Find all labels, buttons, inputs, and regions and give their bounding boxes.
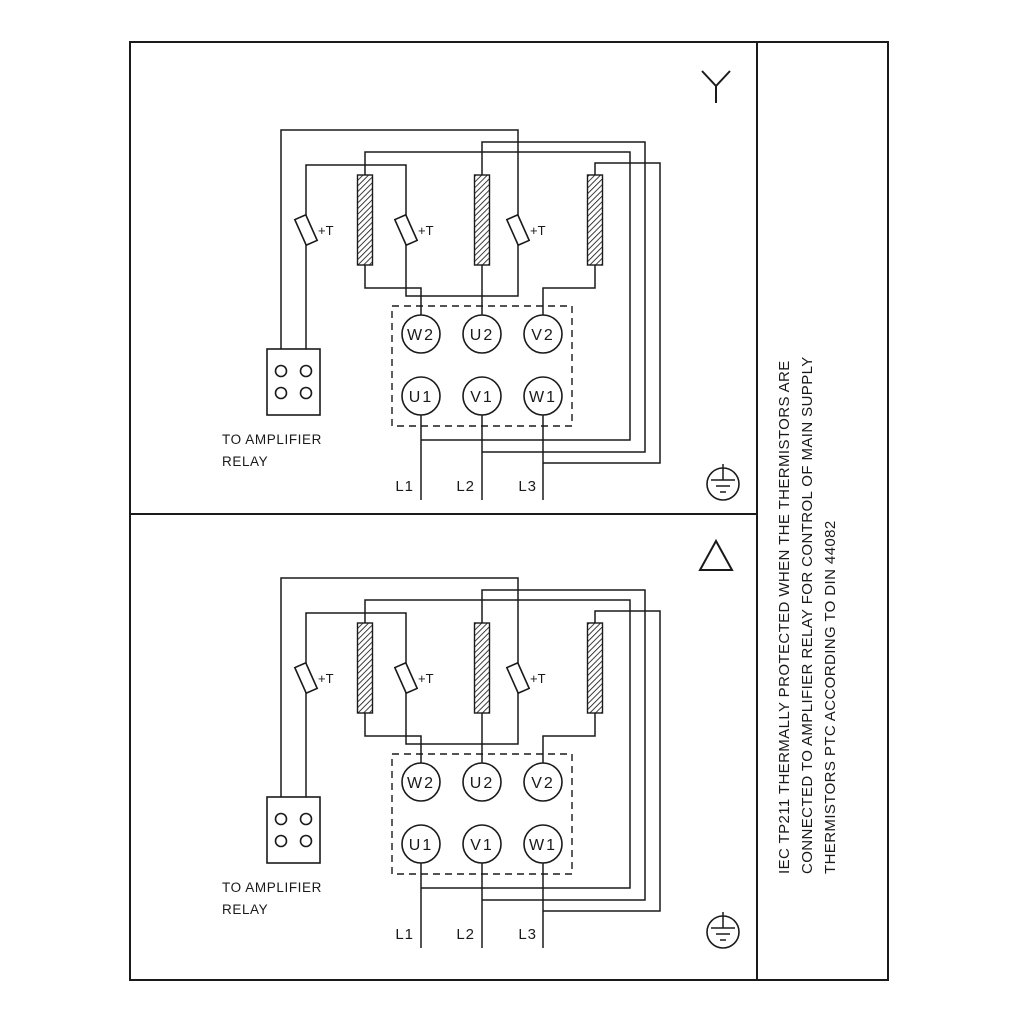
relay-terminal-box [266, 348, 321, 416]
wiring-delta [280, 577, 661, 948]
wire [543, 162, 661, 464]
wire [280, 129, 519, 349]
terminal-u1 [401, 376, 441, 416]
terminal-label: V1 [470, 389, 494, 406]
supply-label-l1: L1 [395, 478, 414, 495]
panel-delta: +T +T +T W2 U2 V2 U1 V1 W1 TO AMPLIFIER … [222, 538, 740, 949]
terminal-label: W1 [529, 837, 557, 854]
diagram-border [129, 41, 889, 981]
supply-label-l2: L2 [456, 926, 475, 943]
star-connection-icon [701, 70, 731, 103]
wiring-star [280, 129, 661, 500]
terminal-w1 [523, 376, 563, 416]
terminal-u2 [462, 314, 502, 354]
relay-pin [274, 364, 288, 378]
relay-caption: RELAY [222, 454, 268, 469]
supply-label-l2: L2 [456, 478, 475, 495]
terminal-label: U1 [409, 837, 433, 854]
wire [481, 141, 646, 453]
relay-caption: TO AMPLIFIER [222, 880, 322, 895]
terminal-label: W1 [529, 389, 557, 406]
wire [405, 691, 519, 745]
terminal-v1 [462, 824, 502, 864]
relay-pin [274, 834, 288, 848]
terminal-label: W2 [407, 775, 435, 792]
terminal-u2 [462, 762, 502, 802]
sidebar-note-line-2: CONNECTED TO AMPLIFIER RELAY FOR CONTROL… [799, 356, 816, 874]
wire [364, 599, 631, 889]
motor-winding-icon [473, 622, 491, 714]
motor-winding-icon [586, 174, 604, 266]
terminal-label: V1 [470, 837, 494, 854]
wire [542, 713, 596, 763]
wire [280, 577, 519, 797]
relay-terminal-box [266, 796, 321, 864]
earth-ground-icon [706, 912, 740, 949]
wire [481, 589, 646, 901]
relay-pin [299, 386, 313, 400]
wire [305, 164, 407, 217]
terminal-v2 [523, 762, 563, 802]
terminal-w2 [401, 762, 441, 802]
terminal-v2 [523, 314, 563, 354]
relay-caption: TO AMPLIFIER [222, 432, 322, 447]
thermistor-icon [505, 213, 531, 247]
supply-label-l3: L3 [518, 926, 537, 943]
relay-caption: RELAY [222, 902, 268, 917]
wire [405, 243, 519, 297]
wire [364, 713, 422, 763]
earth-ground-icon [706, 464, 740, 501]
terminal-label: W2 [407, 327, 435, 344]
terminal-block-outline [391, 305, 573, 427]
thermistor-label: +T [318, 223, 334, 238]
thermistor-label: +T [418, 671, 434, 686]
motor-winding-icon [356, 622, 374, 714]
thermistor-icon [393, 213, 419, 247]
thermistor-icon [505, 661, 531, 695]
terminal-w1 [523, 824, 563, 864]
relay-pin [299, 812, 313, 826]
sidebar-note-line-1: IEC TP211 THERMALLY PROTECTED WHEN THE T… [776, 360, 793, 874]
wire [543, 610, 661, 912]
sidebar-note-line-3: THERMISTORS PTC ACCORDING TO DIN 44082 [822, 520, 839, 874]
motor-winding-icon [473, 174, 491, 266]
supply-label-l3: L3 [518, 478, 537, 495]
supply-label-l1: L1 [395, 926, 414, 943]
terminal-u1 [401, 824, 441, 864]
relay-pin [274, 812, 288, 826]
thermistor-label: +T [530, 223, 546, 238]
terminal-label: U2 [470, 327, 494, 344]
relay-pin [299, 364, 313, 378]
thermistor-label: +T [318, 671, 334, 686]
motor-winding-icon [356, 174, 374, 266]
wire [542, 265, 596, 315]
panel-star: +T +T +T W2 U2 V2 U1 V1 W1 TO AMPLIFIER … [222, 70, 740, 501]
relay-pin [274, 386, 288, 400]
thermistor-label: +T [418, 223, 434, 238]
terminal-label: U1 [409, 389, 433, 406]
wire [364, 151, 631, 441]
relay-pin [299, 834, 313, 848]
wire [305, 612, 407, 665]
delta-connection-icon [698, 538, 734, 571]
thermistor-icon [293, 661, 319, 695]
sidebar-note: IEC TP211 THERMALLY PROTECTED WHEN THE T… [776, 356, 839, 874]
thermistor-icon [293, 213, 319, 247]
terminal-v1 [462, 376, 502, 416]
thermistor-label: +T [530, 671, 546, 686]
motor-winding-icon [586, 622, 604, 714]
thermistor-icon [393, 661, 419, 695]
terminal-label: U2 [470, 775, 494, 792]
terminal-w2 [401, 314, 441, 354]
terminal-label: V2 [531, 775, 555, 792]
terminal-label: V2 [531, 327, 555, 344]
wire [364, 265, 422, 315]
terminal-block-outline [391, 753, 573, 875]
